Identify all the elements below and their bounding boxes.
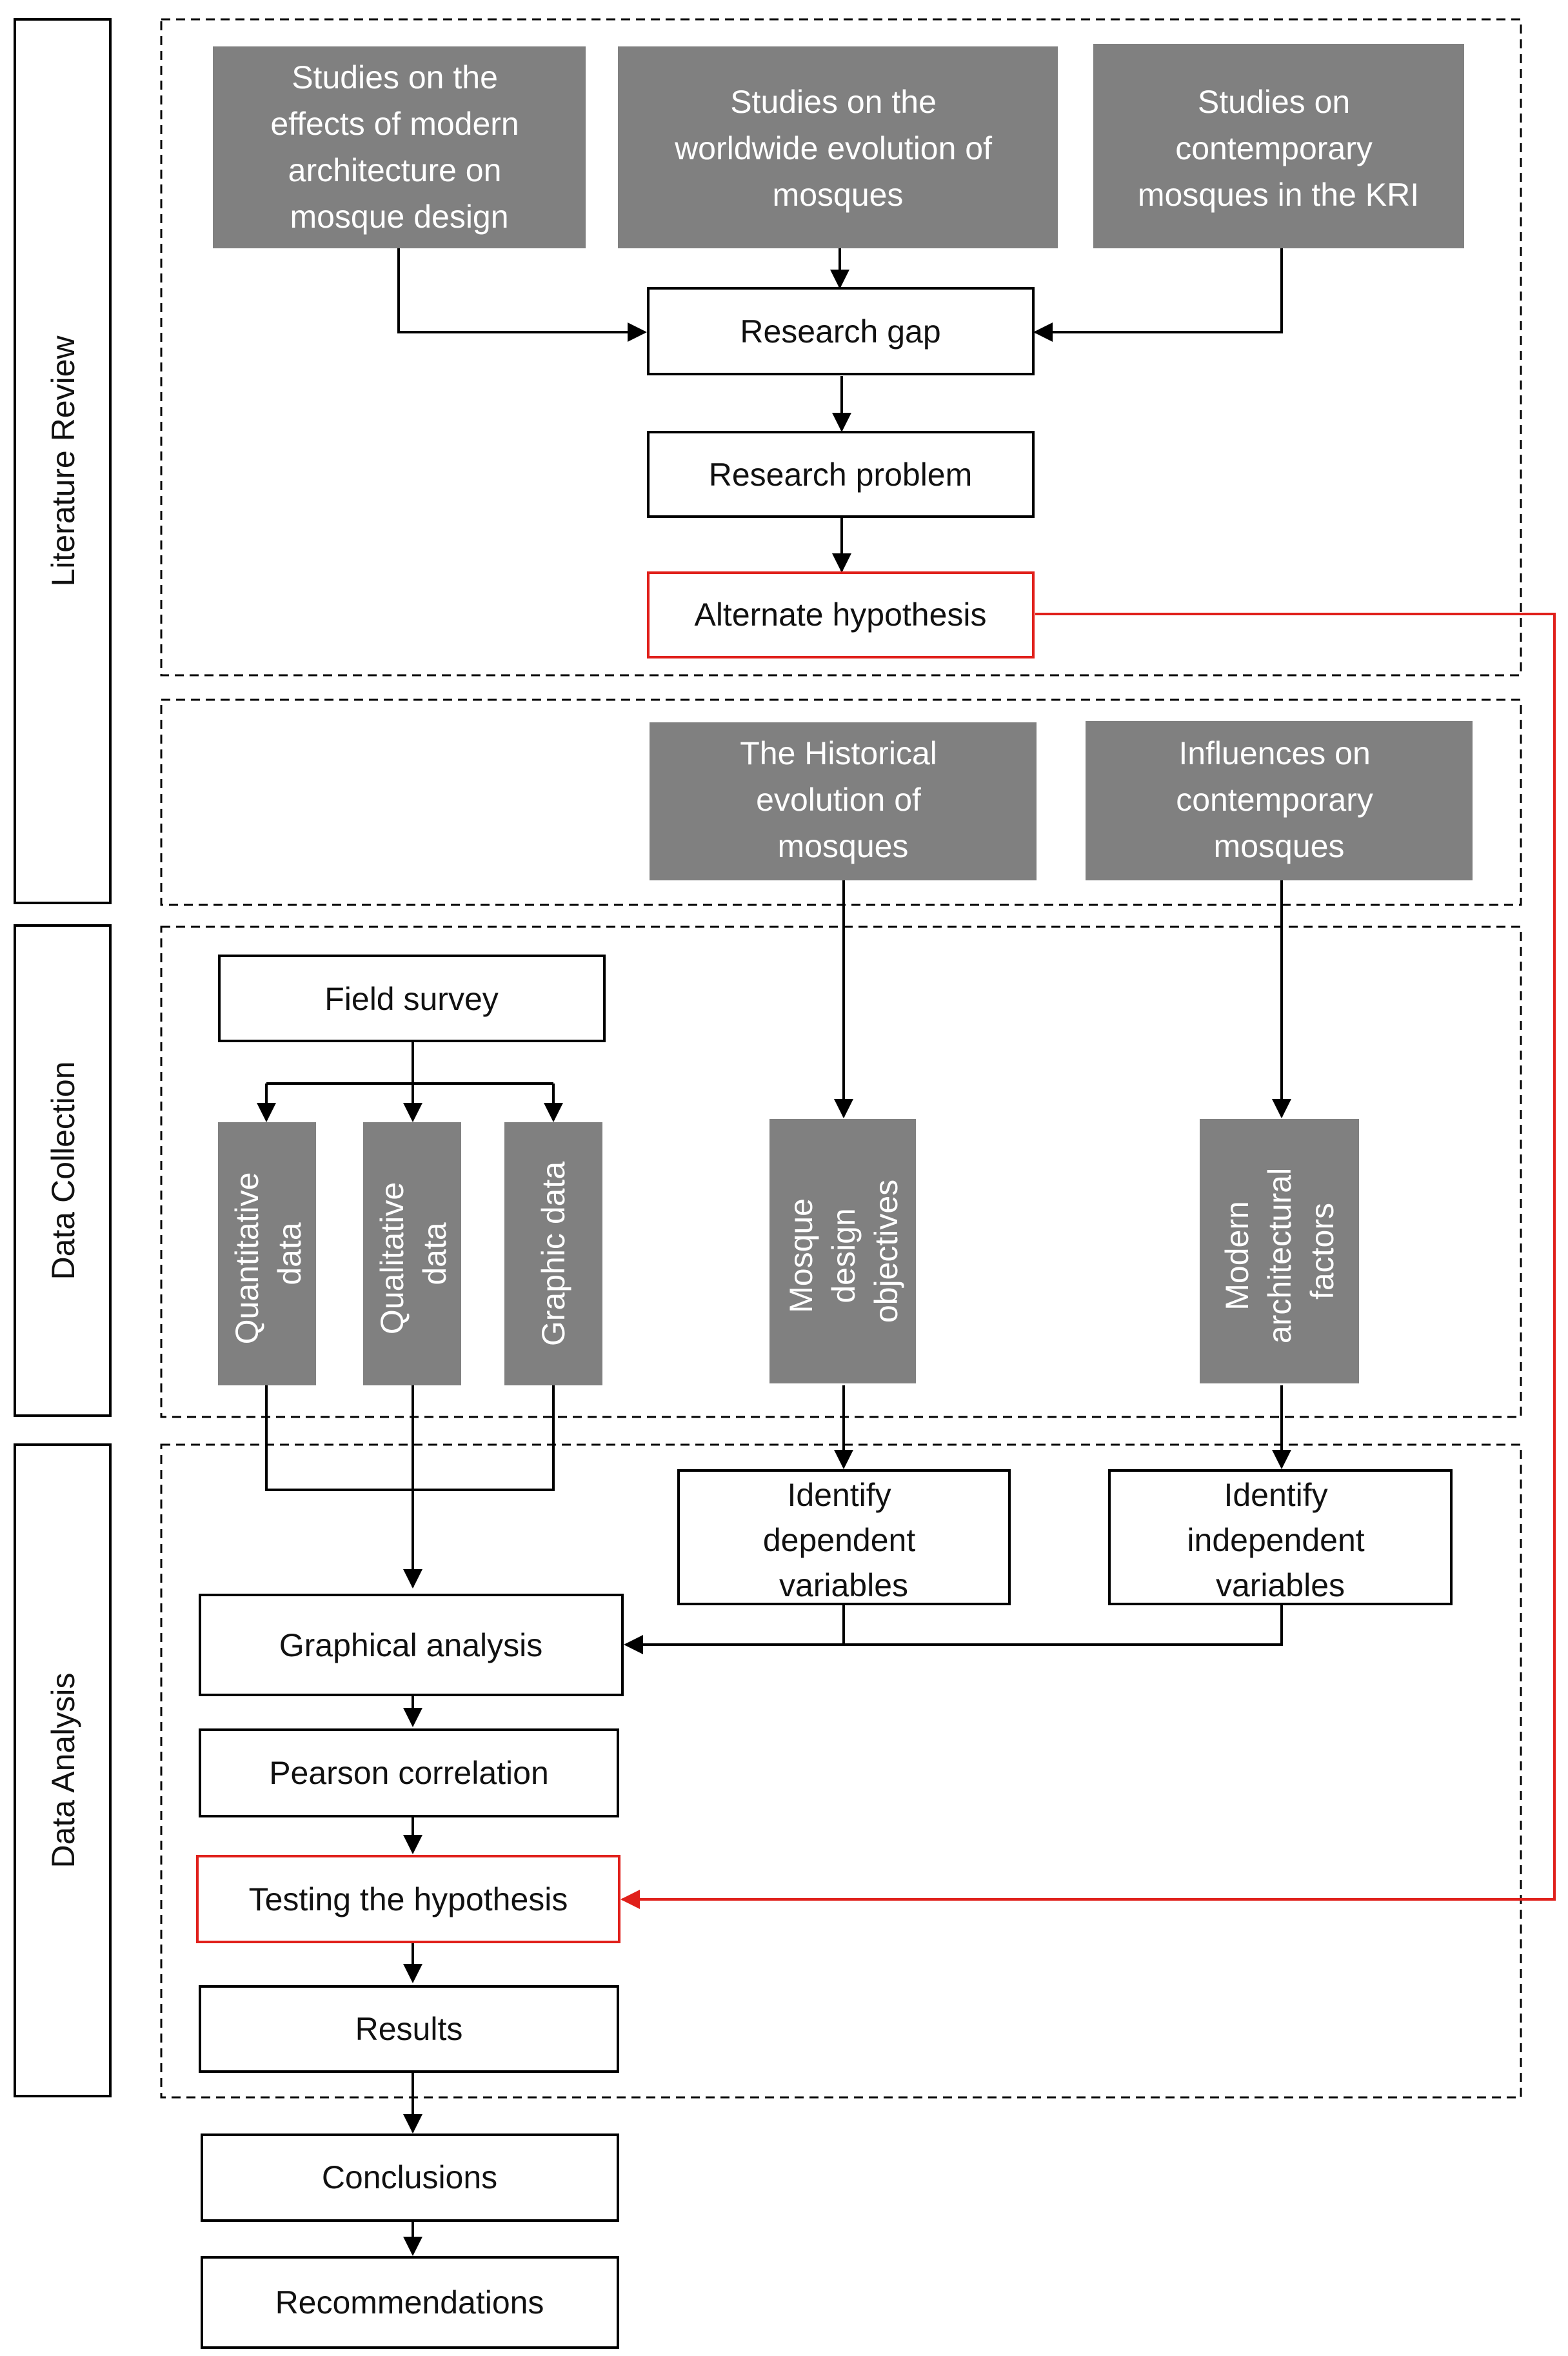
svg-text:Identify dependent: Identify dependent variables bbox=[763, 1477, 924, 1603]
box-results: Results bbox=[199, 1985, 619, 2073]
box-mosque-design-objectives: Mosque design objectives bbox=[769, 1119, 916, 1383]
box-identify-independent: Identify independent variables bbox=[1108, 1469, 1453, 1605]
box-qualitative-data: Qualitative data bbox=[363, 1122, 461, 1385]
box-studies-worldwide: Studies on the worldwide evolution of mo… bbox=[618, 46, 1058, 248]
svg-text:Results: Results bbox=[355, 2011, 463, 2047]
svg-text:Identify independent: Identify independent variables bbox=[1187, 1477, 1373, 1603]
box-studies-kri: Studies on contemporary mosques in the K… bbox=[1093, 44, 1464, 248]
svg-text:Recommendations: Recommendations bbox=[275, 2284, 544, 2321]
svg-text:Mosque design obje: Mosque design objectives bbox=[783, 1180, 904, 1323]
box-field-survey: Field survey bbox=[218, 955, 606, 1042]
box-alternate-hypothesis: Alternate hypothesis bbox=[647, 571, 1035, 658]
connector-variables-to-graphical bbox=[626, 1604, 1283, 1645]
svg-text:Influences on contempora: Influences on contemporary mosques bbox=[1176, 735, 1382, 864]
svg-text:Pearson correlation: Pearson correlation bbox=[269, 1755, 549, 1791]
box-studies-modern: Studies on the effects of modern archite… bbox=[213, 46, 586, 248]
section-frame-collection bbox=[160, 926, 1522, 1418]
svg-text:Testing the hypothesis: Testing the hypothesis bbox=[249, 1881, 568, 1917]
box-pearson-correlation: Pearson correlation bbox=[199, 1728, 619, 1817]
svg-text:Graphical analysis: Graphical analysis bbox=[279, 1627, 543, 1663]
phase-label-literature-review: Literature Review bbox=[45, 335, 81, 587]
box-identify-dependent: Identify dependent variables bbox=[677, 1469, 1011, 1605]
svg-text:Qualitative data: Qualitative data bbox=[374, 1173, 453, 1334]
svg-text:Conclusions: Conclusions bbox=[322, 2159, 497, 2195]
box-modern-architectural-factors: Modern architectural factors bbox=[1200, 1119, 1359, 1383]
section-frame-analysis bbox=[160, 1443, 1522, 2099]
connector-data-merge bbox=[265, 1385, 555, 1587]
box-quantitative-data: Quantitative data bbox=[218, 1122, 316, 1385]
svg-text:Research problem: Research problem bbox=[709, 457, 973, 493]
box-historical-evolution: The Historical evolution of mosques bbox=[650, 722, 1037, 880]
phase-label-data-collection: Data Collection bbox=[45, 1061, 81, 1280]
svg-text:Studies on the effects o: Studies on the effects of modern archite… bbox=[270, 59, 528, 235]
box-research-gap: Research gap bbox=[647, 287, 1035, 375]
arrow-modern-to-gap bbox=[397, 248, 647, 342]
svg-text:Quantitative data: Quantitative data bbox=[229, 1163, 308, 1345]
box-recommendations: Recommendations bbox=[201, 2256, 619, 2349]
svg-text:Studies on the worldwide: Studies on the worldwide evolution of mo… bbox=[674, 84, 1001, 213]
svg-text:Graphic data: Graphic data bbox=[535, 1162, 571, 1346]
phase-data-collection: Data Collection bbox=[14, 924, 112, 1417]
phase-data-analysis: Data Analysis bbox=[14, 1443, 112, 2097]
svg-text:Alternate hypothesis: Alternate hypothesis bbox=[694, 597, 986, 633]
box-testing-hypothesis: Testing the hypothesis bbox=[196, 1855, 620, 1943]
svg-text:Studies on contemporary: Studies on contemporary mosques in the K… bbox=[1138, 84, 1419, 213]
svg-text:The Historical evolution: The Historical evolution of mosques bbox=[740, 735, 946, 864]
box-influences: Influences on contemporary mosques bbox=[1086, 721, 1473, 880]
box-research-problem: Research problem bbox=[647, 431, 1035, 518]
box-conclusions: Conclusions bbox=[201, 2133, 619, 2222]
section-frame-sources bbox=[160, 698, 1522, 906]
arrow-kri-to-gap bbox=[1033, 248, 1283, 342]
svg-text:Research gap: Research gap bbox=[740, 313, 940, 350]
phase-label-data-analysis: Data Analysis bbox=[45, 1673, 81, 1868]
svg-text:Field survey: Field survey bbox=[324, 981, 499, 1017]
box-graphical-analysis: Graphical analysis bbox=[199, 1594, 624, 1696]
box-graphic-data: Graphic data bbox=[504, 1122, 602, 1385]
arrow-hypothesis-to-testing bbox=[620, 613, 1556, 1909]
phase-literature-review: Literature Review bbox=[14, 18, 112, 904]
connector-field-survey-branch bbox=[266, 1041, 553, 1085]
svg-text:Modern architectural: Modern architectural factors bbox=[1219, 1159, 1340, 1343]
